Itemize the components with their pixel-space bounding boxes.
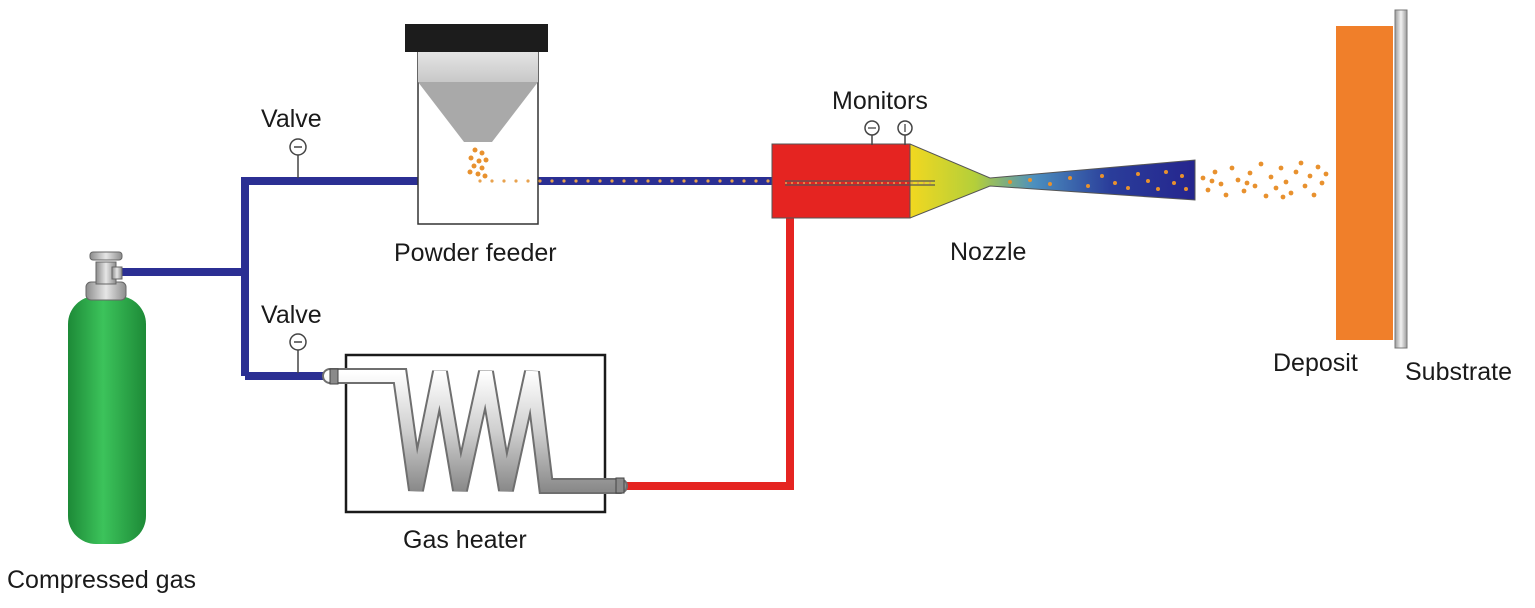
- deposit-layer: [1336, 26, 1393, 340]
- upper-branch-pipe: [241, 177, 785, 376]
- label-monitors: Monitors: [832, 87, 928, 115]
- label-nozzle: Nozzle: [950, 238, 1027, 266]
- label-compressed-gas: Compressed gas: [7, 566, 196, 594]
- hot-gas-pipe: [620, 214, 794, 490]
- nozzle-assembly: [771, 143, 1196, 219]
- label-substrate: Substrate: [1405, 358, 1513, 386]
- substrate-plate: [1394, 9, 1408, 349]
- powder-feeder: [405, 24, 548, 225]
- monitor-icon-1: [864, 120, 880, 145]
- label-valve-bottom: Valve: [261, 301, 322, 329]
- heater-coil: [322, 368, 628, 494]
- label-gas-heater: Gas heater: [403, 526, 527, 554]
- cold-gas-lines: [118, 177, 785, 380]
- valve-bottom-icon: [289, 333, 307, 373]
- gas-heater: [322, 353, 628, 514]
- particle-spray: [1200, 160, 1329, 200]
- monitor-icon-2: [897, 120, 913, 145]
- label-valve-top: Valve: [261, 105, 322, 133]
- label-deposit: Deposit: [1273, 349, 1358, 377]
- valve-top-icon: [289, 138, 307, 178]
- label-powder-feeder: Powder feeder: [394, 239, 557, 267]
- powder-in-line: [478, 179, 770, 183]
- falling-powder: [467, 147, 489, 179]
- particles-in-nozzle: [1008, 170, 1188, 191]
- gas-cylinder: [68, 251, 146, 544]
